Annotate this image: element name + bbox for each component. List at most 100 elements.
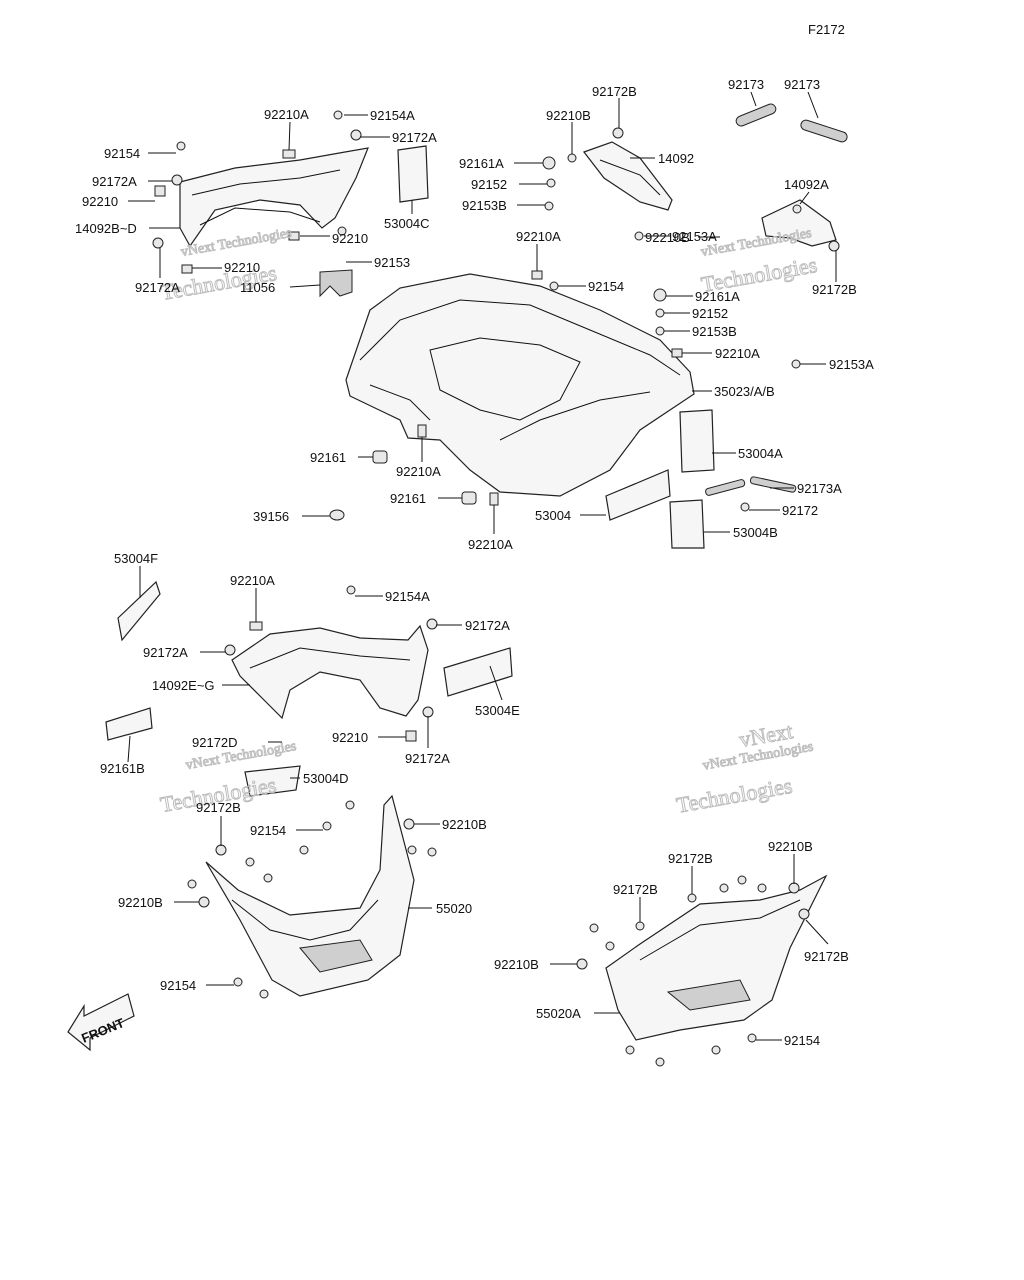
label-92210A-m2: 92210A [715,346,760,361]
front-arrow: FRONT [67,993,135,1052]
label-92161-m2: 92161 [390,491,426,506]
clip-92210B-r [792,204,802,214]
label-92173-a: 92173 [728,77,764,92]
nut-92161A-m [653,288,667,302]
label-92173A: 92173A [797,481,842,496]
rear-under-cover-group [542,103,848,252]
label-92153A-m: 92153A [829,357,874,372]
inner-fender-14092B-D [179,147,369,248]
label-92210A-m3: 92210A [396,464,441,479]
decal-53004C [397,145,429,203]
label-92161B: 92161B [100,761,145,776]
rivet-92172B-f [215,844,227,856]
bolt-92154-f2 [233,977,243,987]
label-92154-f2: 92154 [160,978,196,993]
label-53004B: 53004B [733,525,778,540]
plate-92173-b [800,119,848,143]
clip-92210B-t [567,153,577,163]
rear-inner-fender-group [152,110,429,298]
nut-92161A [542,156,556,170]
clip-92210A [282,149,296,159]
label-53004E: 53004E [475,703,520,718]
part-labels: 92210A 92154A 92172A 92154 92172A 92210 … [75,77,874,1048]
label-92173-b: 92173 [784,77,820,92]
label-92172-m: 92172 [782,503,818,518]
nut-92152 [546,178,556,188]
label-92172B-b2: 92172B [613,882,658,897]
label-92154-m: 92154 [588,279,624,294]
label-53004F: 53004F [114,551,158,566]
bracket-11056 [319,269,353,298]
label-92210-c: 92210 [332,231,368,246]
inner-fender-14092E-G [231,624,429,720]
label-92210A: 92210A [264,107,309,122]
clip-92210A-m2 [671,348,683,358]
figure-code: F2172 [808,22,845,37]
label-14092E-G: 14092E~G [152,678,215,693]
front-inner-fender-group [105,580,513,797]
label-92153: 92153 [374,255,410,270]
label-92172A: 92172A [392,130,437,145]
rivet-92172A-f3 [422,706,434,718]
label-11056: 11056 [240,280,275,295]
cover-14092A [761,199,837,247]
rivet-92172A-l2 [152,237,164,249]
clip-92210-c2 [181,264,193,274]
rivet-92172A-f2 [224,644,236,656]
label-92210B-r: 92210B [645,230,690,245]
rivet-92172B [612,127,624,139]
label-92210-l: 92210 [82,194,118,209]
decal-53004F [117,580,161,642]
label-92154-b: 92154 [784,1033,820,1048]
clip-92210-f [405,730,417,742]
rivet-92172-m [740,502,750,512]
label-92172B-f: 92172B [196,800,241,815]
label-14092A: 14092A [784,177,829,192]
label-92154A-f: 92154A [385,589,430,604]
label-14092B-D: 14092B~D [75,221,137,236]
label-53004A: 53004A [738,446,783,461]
label-92210B-t: 92210B [546,108,591,123]
bolt-92154-f [322,821,332,831]
label-39156: 39156 [253,509,289,524]
nut-92161-m [372,450,388,464]
footboard-55020A [605,874,828,1041]
rivet-92172B-b2 [635,921,645,931]
decal-53004D [244,765,301,797]
label-92154-f: 92154 [250,823,286,838]
label-92154A: 92154A [370,108,415,123]
label-92172A-l2: 92172A [135,280,180,295]
label-53004D: 53004D [303,771,349,786]
clip-92210A-m [531,270,543,280]
clip-92210A-m3 [417,424,427,438]
plate-92173A-2 [749,476,797,493]
rivet-92172B-r [828,240,840,252]
footboard-right-group [576,874,828,1067]
label-92210B-b2: 92210B [494,957,539,972]
label-92172B-r: 92172B [812,282,857,297]
rivet-92172A-f [426,618,438,630]
label-53004: 53004 [535,508,571,523]
decal-53004A [679,409,715,473]
leader-lines [127,91,837,1041]
label-92210B-f: 92210B [442,817,487,832]
clip-92210B-b2 [576,958,588,970]
clip-92210A-f [249,621,263,631]
rivet-92172B-b3 [798,908,810,920]
clip-92210A-m4 [489,492,499,506]
clip-92210B-b [788,882,800,894]
label-92172A-f3: 92172A [405,751,450,766]
plate-92173A-1 [705,479,746,496]
screw-92153B [544,201,554,211]
decal-92161B [105,707,153,741]
clip-92210B-f2 [198,896,210,908]
clip-92210 [154,185,166,197]
grommet-39156 [329,509,345,521]
label-92172B-b3: 92172B [804,949,849,964]
label-92210B-b: 92210B [768,839,813,854]
screw-92153A-r [634,231,644,241]
watermark-9: Technologies [675,773,795,818]
rivet-92172A [171,174,183,186]
screw-92153A-m [791,359,801,369]
clip-92210-c [288,231,300,241]
